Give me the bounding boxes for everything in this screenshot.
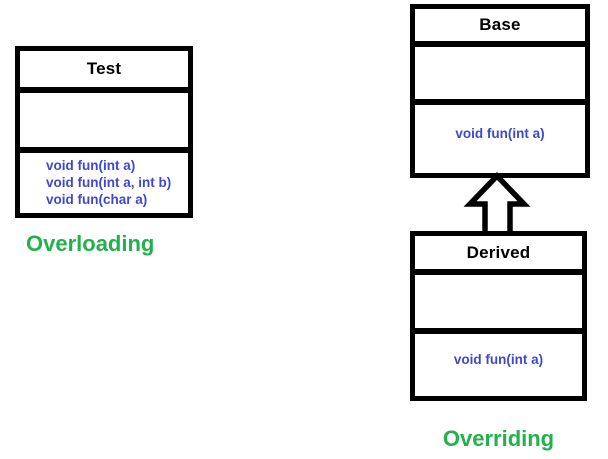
method-label: void fun(char a) [46, 192, 148, 207]
derived-class-box: Derived void fun(int a) [410, 231, 587, 401]
base-class-box: Base void fun(int a) [410, 4, 590, 178]
method-label: void fun(int a) [453, 351, 544, 367]
method-label: void fun(int a) [46, 158, 136, 173]
derived-class-title-compartment: Derived [415, 236, 582, 275]
base-class-attributes-compartment [415, 47, 585, 105]
class-title: Test [86, 59, 122, 78]
method-label: void fun(int a) [455, 125, 545, 141]
class-title: Base [479, 15, 521, 34]
test-class-attributes-compartment [20, 93, 188, 153]
class-title: Derived [466, 242, 531, 262]
method-label: void fun(int a, int b) [46, 175, 172, 190]
derived-class-attributes-compartment [415, 275, 582, 334]
inheritance-arrow-icon [463, 172, 531, 234]
overriding-caption: Overriding [442, 426, 555, 451]
base-class-methods-compartment: void fun(int a) [415, 105, 585, 161]
derived-class-methods-compartment: void fun(int a) [415, 334, 582, 384]
test-class-title-compartment: Test [20, 51, 188, 93]
test-class-methods-compartment: void fun(int a) void fun(int a, int b) v… [20, 153, 188, 207]
base-class-title-compartment: Base [415, 9, 585, 47]
test-class-box: Test void fun(int a) void fun(int a, int… [15, 46, 193, 218]
overloading-caption: Overloading [26, 231, 155, 256]
